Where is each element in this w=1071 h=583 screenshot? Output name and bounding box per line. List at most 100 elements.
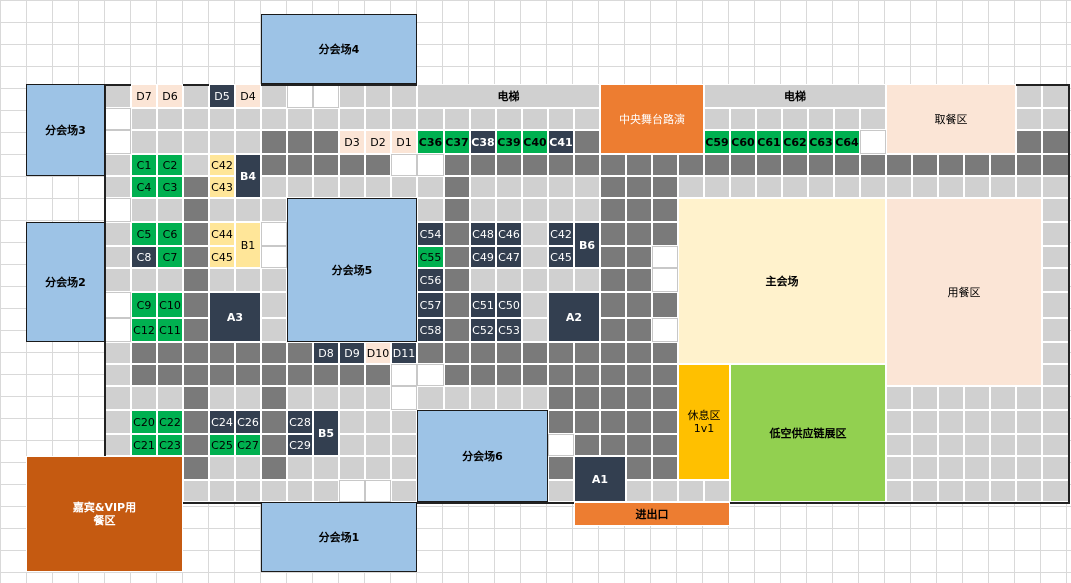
- booth-c61[interactable]: C61: [756, 130, 782, 154]
- booth-c7[interactable]: C7: [157, 246, 183, 268]
- booth-c59[interactable]: C59: [704, 130, 730, 154]
- booth-c8[interactable]: C8: [131, 246, 157, 268]
- floor-cell: [313, 480, 339, 502]
- booth-c21[interactable]: C21: [131, 434, 157, 456]
- sub-venue-6[interactable]: 分会场6: [417, 410, 548, 502]
- booth-b5[interactable]: B5: [313, 410, 339, 456]
- booth-c20[interactable]: C20: [131, 410, 157, 434]
- booth-d2[interactable]: D2: [365, 130, 391, 154]
- vip-dining-area[interactable]: 嘉宾&VIP用 餐区: [26, 456, 183, 572]
- main-venue[interactable]: 主会场: [678, 198, 886, 364]
- floor-cell: [548, 386, 574, 410]
- booth-c6[interactable]: C6: [157, 222, 183, 246]
- central-stage-walkway[interactable]: 中央舞台路演: [600, 84, 704, 154]
- booth-c51[interactable]: C51: [470, 292, 496, 318]
- booth-c26[interactable]: C26: [235, 410, 261, 434]
- booth-c22[interactable]: C22: [157, 410, 183, 434]
- booth-d1[interactable]: D1: [391, 130, 417, 154]
- booth-c60[interactable]: C60: [730, 130, 756, 154]
- booth-c54[interactable]: C54: [417, 222, 444, 246]
- booth-c3[interactable]: C3: [157, 176, 183, 198]
- booth-d5[interactable]: D5: [209, 84, 235, 108]
- sub-venue-4[interactable]: 分会场4: [261, 14, 417, 84]
- booth-c24[interactable]: C24: [209, 410, 235, 434]
- booth-c1[interactable]: C1: [131, 154, 157, 176]
- food-pickup-area[interactable]: 取餐区: [886, 84, 1016, 154]
- low-altitude-supply-chain-zone[interactable]: 低空供应链展区: [730, 364, 886, 502]
- dining-area[interactable]: 用餐区: [886, 198, 1042, 386]
- booth-d11[interactable]: D11: [391, 342, 417, 364]
- booth-c11[interactable]: C11: [157, 318, 183, 342]
- booth-d9[interactable]: D9: [339, 342, 365, 364]
- booth-c12[interactable]: C12: [131, 318, 157, 342]
- booth-c23[interactable]: C23: [157, 434, 183, 456]
- booth-d4[interactable]: D4: [235, 84, 261, 108]
- sub-venue-2[interactable]: 分会场2: [26, 222, 105, 342]
- booth-c28[interactable]: C28: [287, 410, 313, 434]
- booth-c4[interactable]: C4: [131, 176, 157, 198]
- booth-c42-left[interactable]: C42: [209, 154, 235, 176]
- booth-c44[interactable]: C44: [209, 222, 235, 246]
- floor-cell: [782, 176, 808, 198]
- booth-c42-right[interactable]: C42: [548, 222, 574, 246]
- booth-d8[interactable]: D8: [313, 342, 339, 364]
- booth-d3[interactable]: D3: [339, 130, 365, 154]
- booth-c45-right[interactable]: C45: [548, 246, 574, 268]
- booth-c25[interactable]: C25: [209, 434, 235, 456]
- booth-b4[interactable]: B4: [235, 154, 261, 198]
- booth-c52[interactable]: C52: [470, 318, 496, 342]
- booth-c9[interactable]: C9: [131, 292, 157, 318]
- sub-venue-5[interactable]: 分会场5: [287, 198, 417, 342]
- booth-c55[interactable]: C55: [417, 246, 444, 268]
- floor-cell: [522, 342, 548, 364]
- booth-b6[interactable]: B6: [574, 222, 600, 268]
- booth-c40[interactable]: C40: [522, 130, 548, 154]
- floor-cell: [209, 456, 235, 480]
- sub-venue-3[interactable]: 分会场3: [26, 84, 105, 176]
- booth-c45-left[interactable]: C45: [209, 246, 235, 268]
- booth-c41[interactable]: C41: [548, 130, 574, 154]
- booth-c50[interactable]: C50: [496, 292, 522, 318]
- elevator-right[interactable]: 电梯: [704, 84, 886, 108]
- floor-cell: [912, 176, 938, 198]
- floor-cell: [548, 342, 574, 364]
- booth-c10[interactable]: C10: [157, 292, 183, 318]
- booth-c58[interactable]: C58: [417, 318, 444, 342]
- floor-cell: [730, 176, 756, 198]
- booth-c63[interactable]: C63: [808, 130, 834, 154]
- booth-c29[interactable]: C29: [287, 434, 313, 456]
- booth-c53[interactable]: C53: [496, 318, 522, 342]
- booth-c57[interactable]: C57: [417, 292, 444, 318]
- booth-c27[interactable]: C27: [235, 434, 261, 456]
- booth-c47[interactable]: C47: [496, 246, 522, 268]
- booth-c36[interactable]: C36: [417, 130, 444, 154]
- booth-c38[interactable]: C38: [470, 130, 496, 154]
- booth-c62[interactable]: C62: [782, 130, 808, 154]
- rest-area-1v1[interactable]: 休息区 1v1: [678, 364, 730, 480]
- booth-c37[interactable]: C37: [444, 130, 470, 154]
- floor-cell: [496, 154, 522, 176]
- booth-a1[interactable]: A1: [574, 456, 626, 502]
- booth-d10[interactable]: D10: [365, 342, 391, 364]
- sub-venue-1[interactable]: 分会场1: [261, 502, 417, 572]
- booth-d7[interactable]: D7: [131, 84, 157, 108]
- floor-cell: [444, 198, 470, 222]
- booth-c5[interactable]: C5: [131, 222, 157, 246]
- booth-b1[interactable]: B1: [235, 222, 261, 268]
- booth-c46[interactable]: C46: [496, 222, 522, 246]
- booth-d6[interactable]: D6: [157, 84, 183, 108]
- booth-c39[interactable]: C39: [496, 130, 522, 154]
- booth-c56[interactable]: C56: [417, 268, 444, 292]
- floor-cell: [235, 130, 261, 154]
- floor-cell: [548, 456, 574, 480]
- booth-a2[interactable]: A2: [548, 292, 600, 342]
- booth-c48[interactable]: C48: [470, 222, 496, 246]
- booth-c49[interactable]: C49: [470, 246, 496, 268]
- entrance-exit[interactable]: 进出口: [574, 502, 730, 526]
- booth-c2[interactable]: C2: [157, 154, 183, 176]
- booth-c43[interactable]: C43: [209, 176, 235, 198]
- floor-cell: [704, 176, 730, 198]
- elevator-left[interactable]: 电梯: [417, 84, 600, 108]
- booth-a3[interactable]: A3: [209, 292, 261, 342]
- booth-c64[interactable]: C64: [834, 130, 860, 154]
